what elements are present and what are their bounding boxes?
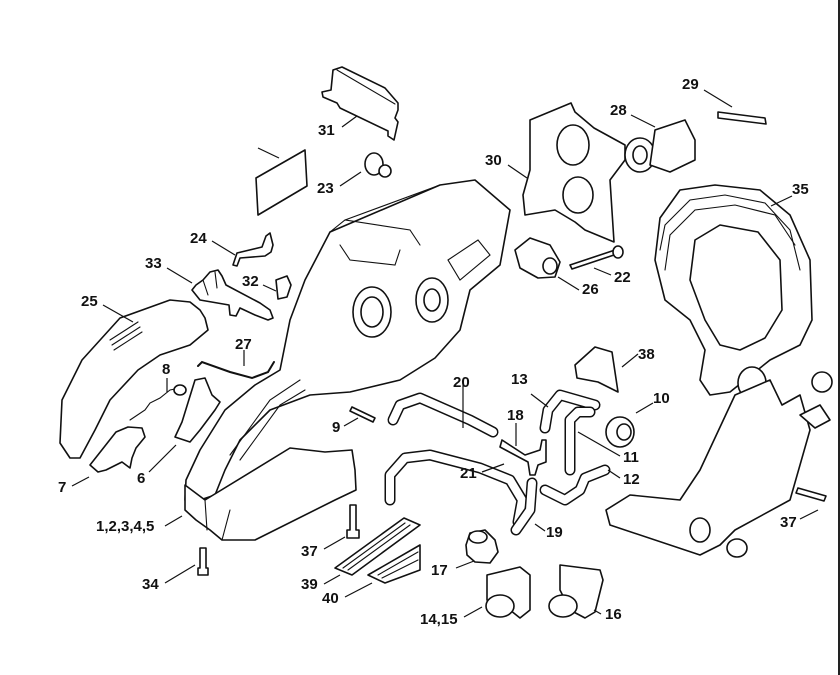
part-34-screw bbox=[197, 547, 209, 576]
part-17-tank-vent bbox=[465, 529, 499, 564]
callout-18: 18 bbox=[507, 407, 524, 424]
callout-11: 11 bbox=[623, 449, 639, 466]
callout-22: 22 bbox=[614, 269, 631, 286]
callout-33: 33 bbox=[145, 255, 162, 272]
callout-16: 16 bbox=[605, 606, 622, 623]
part-10-valve bbox=[605, 416, 635, 448]
callout-28: 28 bbox=[610, 102, 627, 119]
callout-26: 26 bbox=[582, 281, 599, 298]
part-11-hose bbox=[564, 406, 596, 476]
part-26-annular-buffer bbox=[514, 237, 561, 279]
callout-24: 24 bbox=[190, 230, 207, 247]
part-18-t-connector bbox=[499, 439, 547, 476]
callout-29: 29 bbox=[682, 76, 699, 93]
part-19-hose bbox=[510, 477, 538, 536]
part-33-trigger-assembly bbox=[191, 269, 274, 321]
part-31-cover-plate bbox=[321, 66, 399, 141]
callout-25: 25 bbox=[81, 293, 98, 310]
callout-13: 13 bbox=[511, 371, 528, 388]
part-9-pin bbox=[349, 406, 376, 423]
part-1-5-handle-housing bbox=[184, 179, 511, 541]
part-6-trigger bbox=[174, 377, 221, 443]
part-20-hose bbox=[387, 392, 499, 438]
leader-lines bbox=[71, 89, 819, 618]
part-37-screw-right bbox=[795, 487, 827, 502]
callout-32: 32 bbox=[242, 273, 259, 290]
part-24-lever bbox=[232, 232, 274, 267]
part-23-buffer-plug bbox=[364, 152, 392, 178]
part-21-hose bbox=[384, 449, 528, 528]
part-8-spring bbox=[129, 384, 187, 421]
part-35-handlebar bbox=[605, 184, 833, 558]
callout-23: 23 bbox=[317, 180, 334, 197]
callout-39: 39 bbox=[301, 576, 318, 593]
callout-10: 10 bbox=[653, 390, 670, 407]
callout-37-left: 37 bbox=[301, 543, 318, 560]
callout-21: 21 bbox=[460, 465, 477, 482]
callout-34: 34 bbox=[142, 576, 159, 593]
callout-12: 12 bbox=[623, 471, 640, 488]
part-30-carburetor-support bbox=[522, 102, 626, 243]
callout-8: 8 bbox=[162, 361, 170, 378]
part-14-15-bracket bbox=[485, 566, 531, 619]
part-7-interlock-lever bbox=[89, 426, 146, 473]
callout-30: 30 bbox=[485, 152, 502, 169]
part-13-hose bbox=[539, 389, 601, 434]
part-25-rear-handle-shell bbox=[59, 299, 209, 459]
part-27-throttle-rod bbox=[197, 360, 275, 380]
part-29-stud bbox=[717, 111, 767, 125]
callout-35: 35 bbox=[792, 181, 809, 198]
callout-7: 7 bbox=[58, 479, 66, 496]
callout-labels: 31 23 24 33 32 25 27 8 7 6 9 1,2,3,4,5 3… bbox=[58, 76, 809, 628]
part-40-mat bbox=[367, 544, 421, 584]
part-12-hose bbox=[539, 464, 611, 506]
part-32-clip bbox=[275, 275, 292, 300]
callout-37-right: 37 bbox=[780, 514, 797, 531]
callout-9: 9 bbox=[332, 419, 340, 436]
callout-1-2-3-4-5: 1,2,3,4,5 bbox=[96, 518, 154, 535]
image-border bbox=[838, 0, 840, 675]
callout-40: 40 bbox=[322, 590, 339, 607]
part-39-mat bbox=[334, 517, 421, 576]
part-label-plate bbox=[255, 149, 308, 216]
callout-6: 6 bbox=[137, 470, 145, 487]
callout-14-15: 14,15 bbox=[420, 611, 458, 628]
part-38-clip bbox=[574, 346, 619, 393]
part-28-intake-manifold bbox=[624, 119, 696, 173]
part-37-screw-left bbox=[346, 504, 360, 539]
part-16-bracket bbox=[548, 564, 604, 619]
callout-17: 17 bbox=[431, 562, 448, 579]
part-22-screw bbox=[569, 245, 624, 270]
callout-31: 31 bbox=[318, 122, 335, 139]
callout-20: 20 bbox=[453, 374, 470, 391]
callout-38: 38 bbox=[638, 346, 655, 363]
callout-27: 27 bbox=[235, 336, 252, 353]
callout-19: 19 bbox=[546, 524, 563, 541]
